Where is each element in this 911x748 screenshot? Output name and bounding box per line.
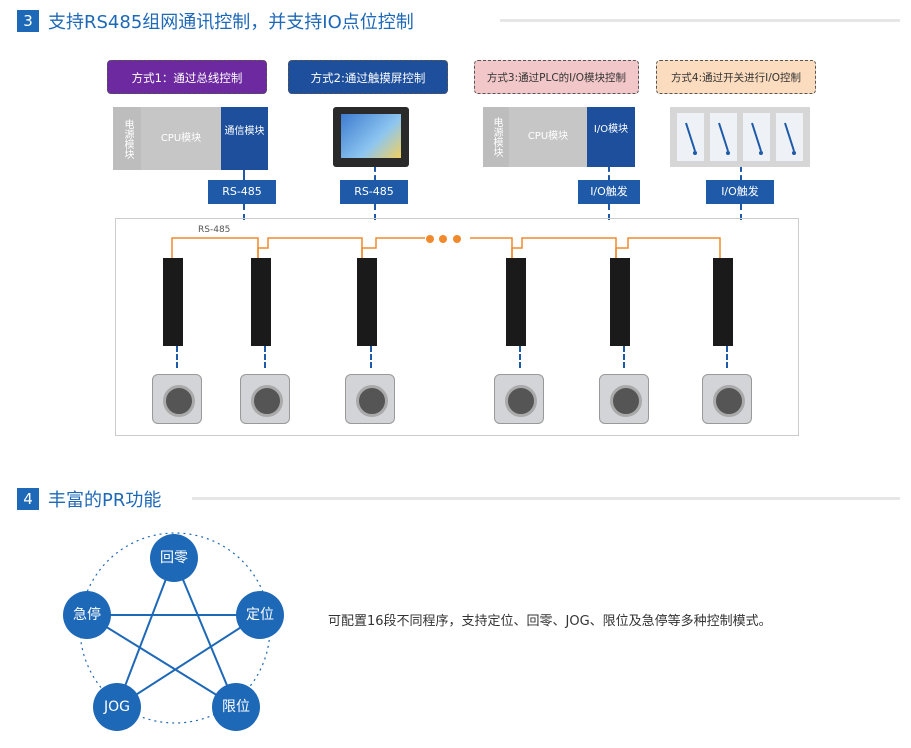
- connector-label: I/O触发: [578, 180, 640, 204]
- connector-line: [740, 167, 742, 180]
- connector-line: [374, 204, 376, 220]
- bus-label: RS-485: [198, 225, 231, 235]
- ellipsis-dot: [439, 235, 447, 243]
- section-title: 支持RS485组网通讯控制，并支持IO点位控制: [48, 12, 414, 33]
- connector-line: [726, 346, 728, 368]
- connector-line: [243, 204, 245, 220]
- switch-panel-device: [670, 107, 810, 167]
- servo-drive: [610, 258, 630, 346]
- switch-icon: [776, 113, 803, 161]
- connector-line: [243, 170, 245, 180]
- connector-line: [370, 346, 372, 368]
- comm-module: 通信模块: [221, 107, 268, 170]
- mode-bus-control: 方式1：通过总线控制: [107, 60, 267, 94]
- cpu-module: CPU模块: [509, 107, 587, 167]
- servo-drive: [357, 258, 377, 346]
- cpu-module: CPU模块: [141, 107, 221, 170]
- servo-motor: [152, 374, 202, 424]
- power-module: 电源模块: [113, 107, 141, 170]
- drive-network-panel: [115, 218, 799, 436]
- connector-line: [374, 167, 376, 180]
- pr-node-homing: 回零: [150, 534, 198, 582]
- plc-comm-device: 电源模块 CPU模块 通信模块: [113, 107, 268, 170]
- connector-label: I/O触发: [706, 180, 774, 204]
- servo-motor: [702, 374, 752, 424]
- connector-line: [264, 346, 266, 368]
- ellipsis-dot: [426, 235, 434, 243]
- connector-label: RS-485: [340, 180, 408, 204]
- mode-switch-io-control: 方式4:通过开关进行I/O控制: [656, 60, 816, 94]
- connector-line: [608, 204, 610, 220]
- io-module: I/O模块: [587, 107, 635, 167]
- switch-icon: [710, 113, 737, 161]
- servo-drive: [713, 258, 733, 346]
- connector-line: [623, 346, 625, 368]
- mode-plc-io-control: 方式3:通过PLC的I/O模块控制: [474, 60, 639, 94]
- connector-line: [176, 346, 178, 368]
- touchscreen-device: [333, 107, 409, 167]
- section-divider: [192, 497, 900, 500]
- pr-node-positioning: 定位: [236, 591, 284, 639]
- pr-node-estop: 急停: [63, 591, 111, 639]
- servo-motor: [494, 374, 544, 424]
- switch-icon: [743, 113, 770, 161]
- section-title: 丰富的PR功能: [48, 490, 162, 511]
- mode-touchscreen-control: 方式2:通过触摸屏控制: [288, 60, 448, 94]
- servo-motor: [345, 374, 395, 424]
- servo-drive: [163, 258, 183, 346]
- touchscreen-display: [341, 114, 401, 158]
- servo-drive: [506, 258, 526, 346]
- rs485-bus-line: [171, 237, 721, 260]
- switch-icon: [677, 113, 704, 161]
- connector-line: [608, 167, 610, 180]
- connector-line: [740, 204, 742, 220]
- pr-node-jog: JOG: [93, 683, 141, 731]
- plc-io-device: 电源模块 CPU模块 I/O模块: [483, 107, 635, 167]
- servo-motor: [240, 374, 290, 424]
- connector-line: [519, 346, 521, 368]
- servo-drive: [251, 258, 271, 346]
- connector-label: RS-485: [208, 180, 276, 204]
- power-module: 电源模块: [483, 107, 509, 167]
- pr-node-limit: 限位: [212, 683, 260, 731]
- section-number: 4: [17, 488, 39, 510]
- ellipsis-dot: [453, 235, 461, 243]
- section-number: 3: [17, 10, 39, 32]
- section-divider: [500, 19, 900, 22]
- servo-motor: [599, 374, 649, 424]
- pr-description: 可配置16段不同程序，支持定位、回零、JOG、限位及急停等多种控制模式。: [328, 614, 772, 629]
